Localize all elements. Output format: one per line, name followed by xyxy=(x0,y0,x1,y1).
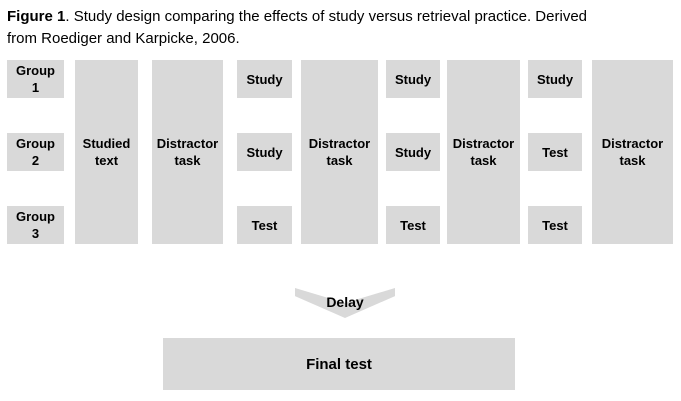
distractor-task-1-box: Distractor task xyxy=(152,60,223,244)
period2-group3-test-box: Test xyxy=(386,206,440,244)
delay-chevron: Delay xyxy=(295,288,395,318)
period1-group1-study-box: Study xyxy=(237,60,292,98)
period2-group2-study-box: Study xyxy=(386,133,440,171)
final-test-box: Final test xyxy=(163,338,515,390)
figure-caption-text: . Study design comparing the effects of … xyxy=(65,8,587,25)
distractor-task-3-box: Distractor task xyxy=(447,60,520,244)
figure-number-label: Figure 1 xyxy=(7,8,66,25)
period3-group1-study-box: Study xyxy=(528,60,582,98)
period1-group2-study-box: Study xyxy=(237,133,292,171)
figure-caption-line2: from Roediger and Karpicke, 2006. xyxy=(7,30,240,47)
figure-caption-line1: Figure 1. Study design comparing the eff… xyxy=(7,6,675,28)
group-1-box: Group 1 xyxy=(7,60,64,98)
period3-group2-test-box: Test xyxy=(528,133,582,171)
distractor-task-2-box: Distractor task xyxy=(301,60,378,244)
period1-group3-test-box: Test xyxy=(237,206,292,244)
period2-group1-study-box: Study xyxy=(386,60,440,98)
group-2-box: Group 2 xyxy=(7,133,64,171)
studied-text-box: Studied text xyxy=(75,60,138,244)
period3-group3-test-box: Test xyxy=(528,206,582,244)
figure-caption: Figure 1. Study design comparing the eff… xyxy=(7,6,675,50)
delay-label: Delay xyxy=(326,294,364,310)
distractor-task-4-box: Distractor task xyxy=(592,60,673,244)
group-3-box: Group 3 xyxy=(7,206,64,244)
